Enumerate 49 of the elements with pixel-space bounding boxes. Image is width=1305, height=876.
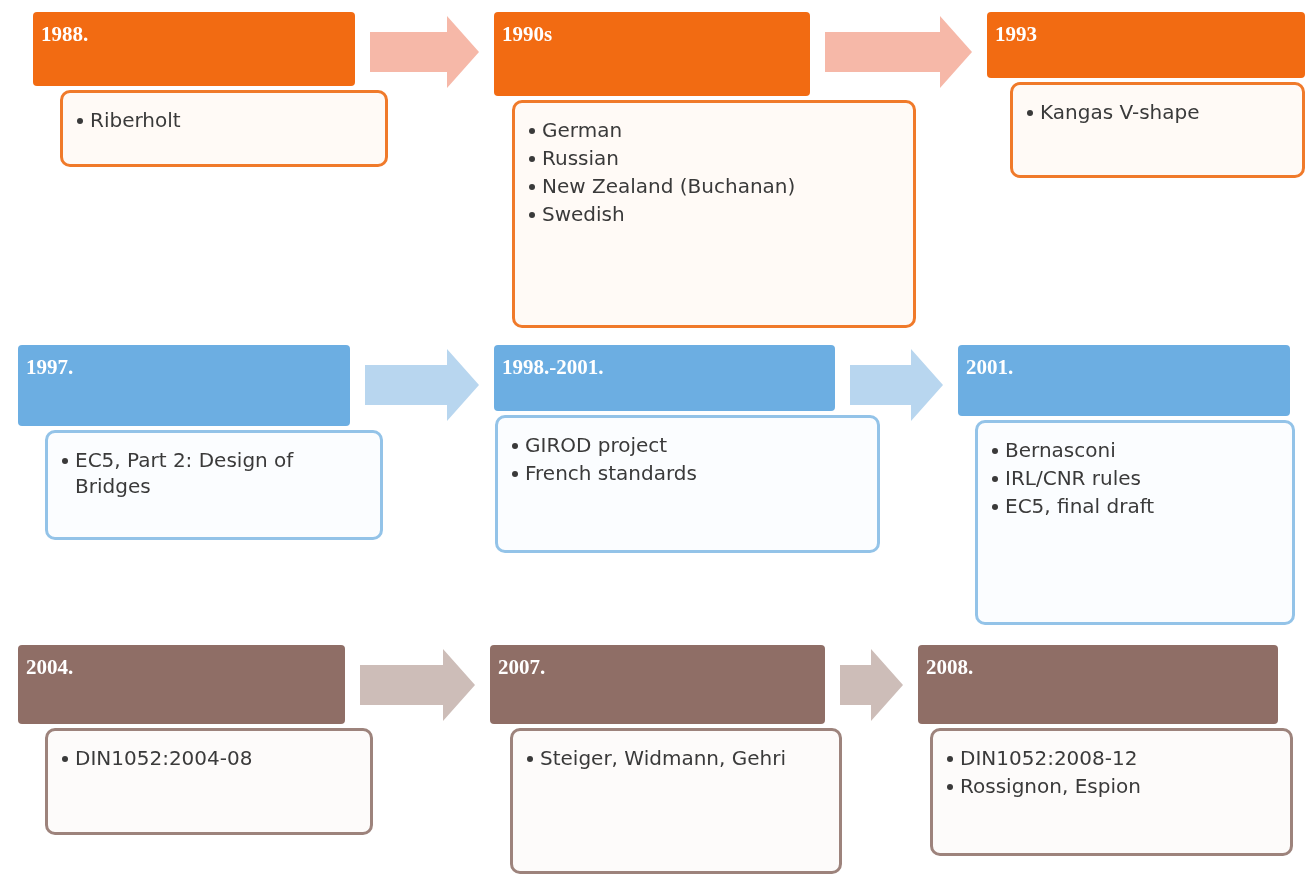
bullet-item: DIN1052:2004-08 bbox=[75, 745, 253, 771]
year-label: 1993 bbox=[995, 22, 1037, 47]
bullet-item: Swedish bbox=[542, 201, 625, 227]
bullet-item: IRL/CNR rules bbox=[1005, 465, 1142, 491]
year-label: 1998.-2001. bbox=[502, 355, 604, 380]
bullet-item: Rossignon, Espion bbox=[960, 773, 1141, 799]
bullet-list-box bbox=[512, 100, 916, 328]
block-arrow bbox=[365, 349, 479, 421]
year-label: 2008. bbox=[926, 655, 974, 680]
bullet-item: Bernasconi bbox=[1005, 437, 1116, 463]
block-arrow bbox=[825, 16, 972, 88]
bullet-item: GIROD project bbox=[525, 432, 668, 458]
year-box bbox=[494, 12, 810, 96]
year-box bbox=[490, 645, 825, 724]
year-box bbox=[18, 345, 350, 426]
year-box bbox=[18, 645, 345, 724]
bullet-item: French standards bbox=[525, 460, 697, 486]
bullet-list-box bbox=[495, 415, 880, 553]
year-label: 2004. bbox=[26, 655, 74, 680]
year-label: 2001. bbox=[966, 355, 1014, 380]
bullet-list-box bbox=[510, 728, 842, 874]
bullet-list-box bbox=[60, 90, 388, 167]
block-arrow bbox=[850, 349, 943, 421]
year-box bbox=[33, 12, 355, 86]
year-box bbox=[987, 12, 1305, 78]
bullet-item: Russian bbox=[542, 145, 619, 171]
year-label: 1990s bbox=[502, 22, 553, 47]
bullet-item: EC5, Part 2: Design of Bridges bbox=[75, 447, 295, 499]
year-label: 1997. bbox=[26, 355, 74, 380]
year-box bbox=[958, 345, 1290, 416]
bullet-item: Riberholt bbox=[90, 107, 181, 133]
bullet-list-box bbox=[45, 728, 373, 835]
bullet-list-box bbox=[45, 430, 383, 540]
bullet-item: EC5, final draft bbox=[1005, 493, 1155, 519]
bullet-item: Steiger, Widmann, Gehri bbox=[540, 745, 786, 771]
bullet-list-box bbox=[1010, 82, 1305, 178]
block-arrow bbox=[360, 649, 475, 721]
bullet-list-box bbox=[975, 420, 1295, 625]
bullet-item: DIN1052:2008-12 bbox=[960, 745, 1138, 771]
year-label: 2007. bbox=[498, 655, 546, 680]
bullet-item: German bbox=[542, 117, 623, 143]
year-box bbox=[918, 645, 1278, 724]
year-label: 1988. bbox=[41, 22, 89, 47]
bullet-item: Kangas V-shape bbox=[1040, 99, 1200, 125]
year-box bbox=[494, 345, 835, 411]
block-arrow bbox=[840, 649, 903, 721]
block-arrow bbox=[370, 16, 479, 88]
bullet-list-box bbox=[930, 728, 1293, 856]
bullet-item: New Zealand (Buchanan) bbox=[542, 173, 796, 199]
